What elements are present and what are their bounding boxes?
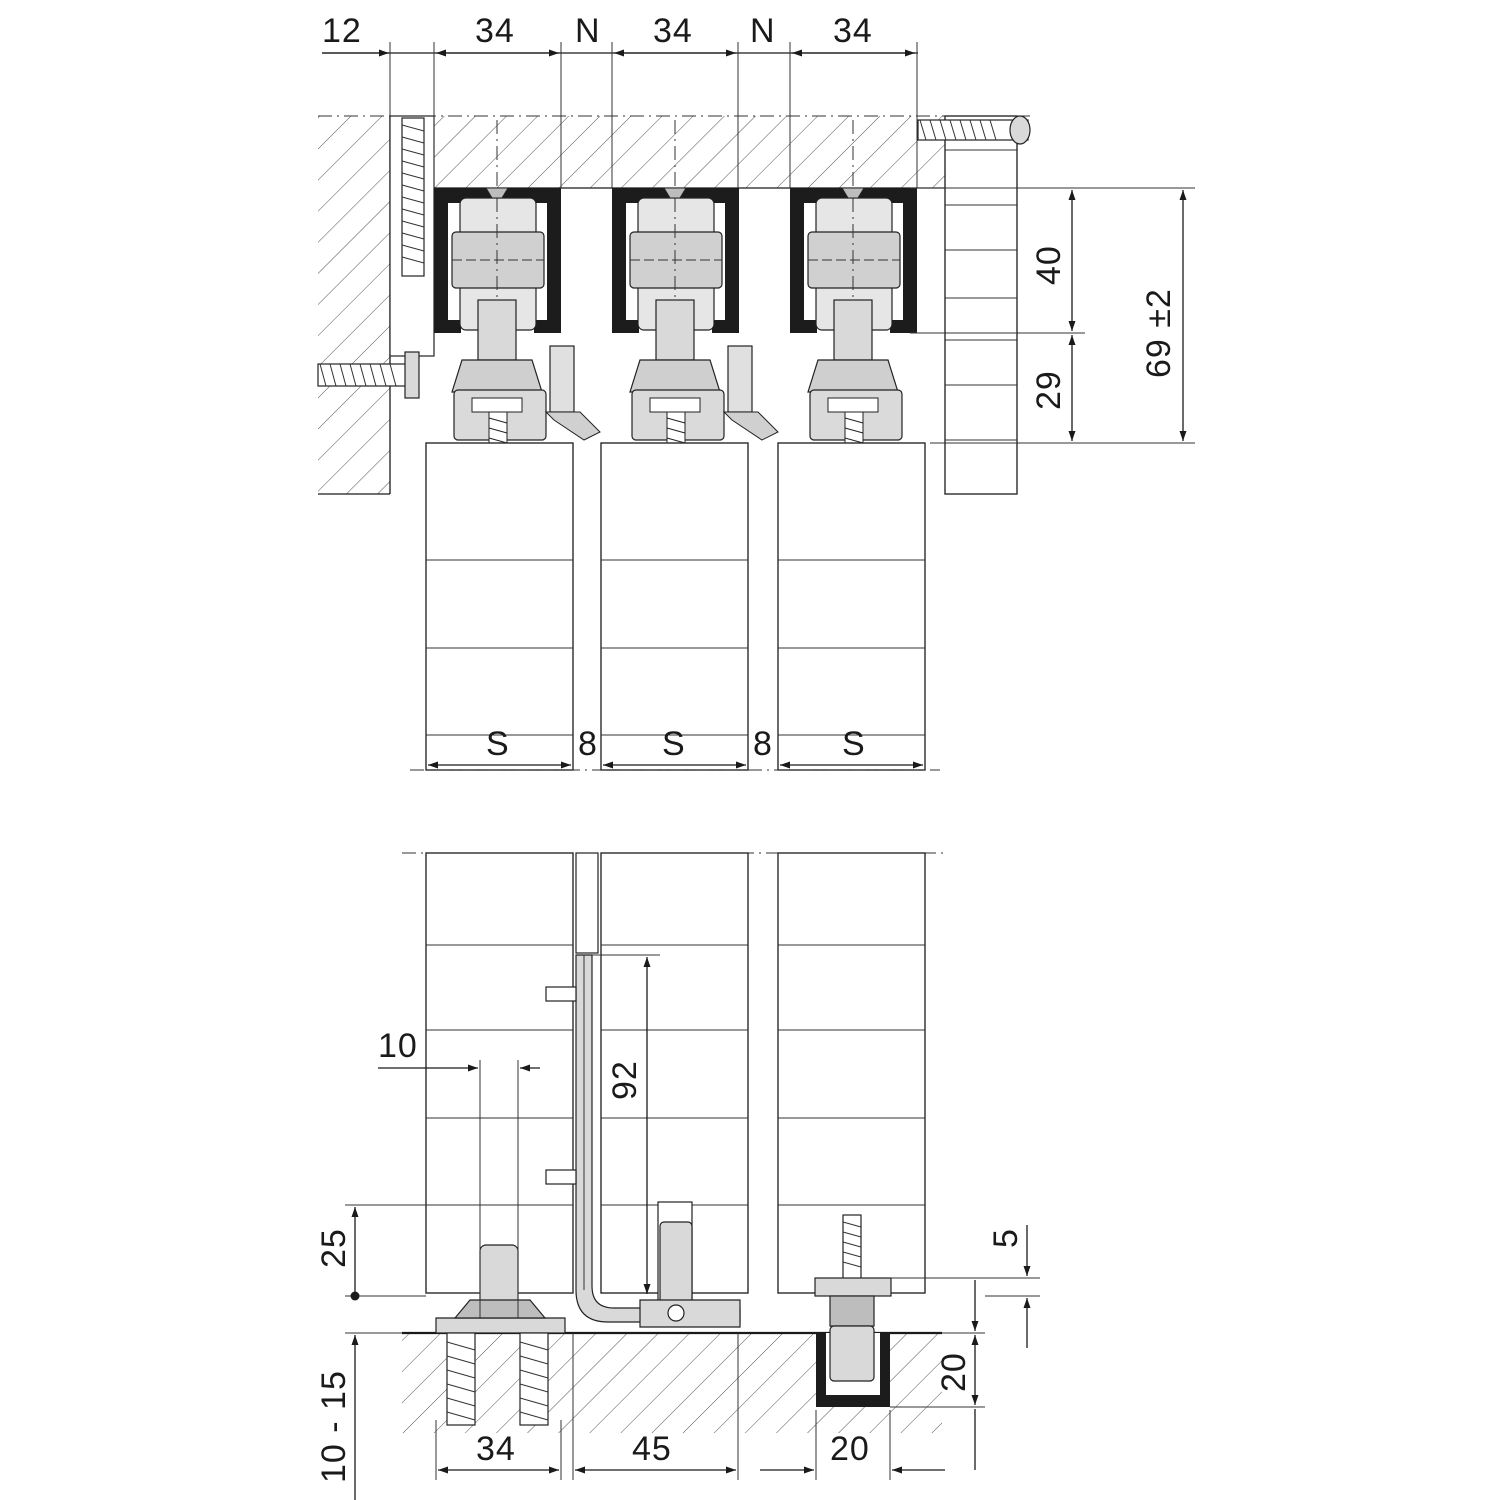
- dim-10-15: 10 - 15: [315, 1370, 353, 1483]
- wall-screw-icon: [317, 351, 420, 399]
- dim-20-vertical: 20: [935, 1352, 973, 1392]
- door-panel-1: [425, 442, 574, 771]
- dim-34-c: 34: [833, 12, 873, 50]
- track-profile-3: [790, 120, 917, 509]
- left-floor-guide: [435, 1244, 566, 1426]
- wall-hatch: [318, 116, 390, 494]
- divider-screws: [545, 986, 577, 1185]
- dim-45: 45: [632, 1430, 672, 1468]
- dim-10: 10: [378, 1027, 418, 1065]
- door-panel-3: [777, 442, 926, 771]
- dim-8-2: 8: [753, 725, 773, 763]
- dim-20-horizontal: 20: [830, 1430, 870, 1468]
- dim-34-bottom: 34: [476, 1430, 516, 1468]
- end-screw-icon: [917, 115, 1031, 145]
- dim-92: 92: [606, 1060, 644, 1100]
- top-section: [317, 115, 1031, 509]
- dim-34-b: 34: [653, 12, 693, 50]
- dim-s-1: S: [486, 725, 510, 763]
- end-panel: [944, 115, 1018, 495]
- door-panel-2: [600, 442, 749, 771]
- dim-29: 29: [1030, 370, 1068, 410]
- strip-screw-icon: [401, 117, 425, 277]
- ceiling-hatch: [390, 116, 945, 188]
- dim-n-2: N: [750, 12, 776, 50]
- dim-s-3: S: [842, 725, 866, 763]
- middle-floor-guide: [639, 1201, 741, 1328]
- dim-n-1: N: [575, 12, 601, 50]
- dimension-labels: 12 34 N 34 N 34 40 29 69 ±2 S 8 S 8 S 10…: [315, 12, 1178, 1483]
- track-profile-2: [612, 120, 779, 509]
- dim-34-a: 34: [475, 12, 515, 50]
- bottom-section: [402, 852, 945, 1433]
- dim-8-1: 8: [578, 725, 598, 763]
- right-floor-guide: [814, 1214, 892, 1382]
- door-panels-top: [410, 442, 940, 771]
- dim-12: 12: [322, 12, 362, 50]
- track-profile-1: [434, 120, 601, 509]
- dimension-lines: [322, 42, 1195, 1500]
- dim-40: 40: [1030, 245, 1068, 285]
- dim-5: 5: [987, 1228, 1025, 1248]
- dim-25: 25: [315, 1228, 353, 1268]
- divider-strip: [575, 852, 599, 954]
- dim-s-2: S: [662, 725, 686, 763]
- dim-69: 69 ±2: [1140, 288, 1178, 378]
- door-panel-bottom-1: [425, 852, 574, 1294]
